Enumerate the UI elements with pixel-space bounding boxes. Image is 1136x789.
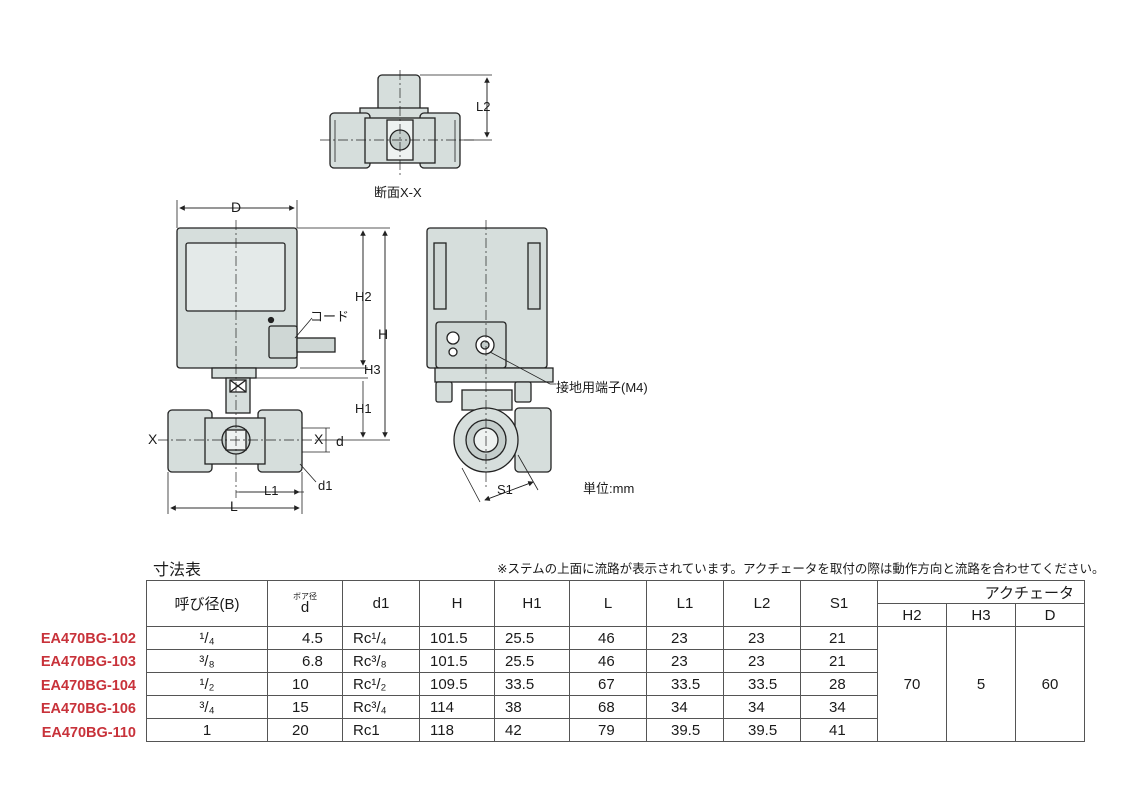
cell-d: 6.8 (267, 649, 343, 673)
cell-S1: 28 (800, 672, 878, 696)
cell-S1: 41 (800, 718, 878, 742)
dim-H1: H1 (355, 401, 372, 416)
header-actuator: アクチェータ (877, 580, 1085, 604)
header-L1: L1 (646, 580, 724, 627)
cell-L1: 34 (646, 695, 724, 719)
table-row: ¹/₄ 4.5 Rc¹/₄ 101.5 25.5 46 23 23 21 70 … (146, 626, 1085, 742)
dimension-table: 呼び径(B) ボア径 d d1 H H1 L L1 L2 S1 アクチェータ H… (146, 580, 1085, 742)
dim-D: D (231, 199, 242, 215)
dim-H2: H2 (355, 289, 372, 304)
model-label: EA470BG-104 (40, 677, 136, 694)
dim-L2: L2 (476, 99, 491, 114)
cell-H2: 70 (877, 626, 947, 742)
header-size: 呼び径(B) (146, 580, 268, 627)
cell-d: 15 (267, 695, 343, 719)
model-label: EA470BG-106 (40, 701, 136, 718)
header-L2: L2 (723, 580, 801, 627)
cell-L1: 39.5 (646, 718, 724, 742)
unit-label: 単位:mm (583, 481, 635, 496)
cell-d: 4.5 (267, 626, 343, 650)
cell-H1: 38 (494, 695, 570, 719)
cell-H: 101.5 (419, 626, 495, 650)
table-row: ³/₄ 15 Rc³/₄ 114 38 68 34 34 34 (146, 695, 1085, 719)
dim-H: H (378, 326, 389, 342)
cell-size: 1 (146, 718, 268, 742)
ground-terminal-label: 接地用端子(M4) (556, 380, 648, 395)
model-label: EA470BG-110 (41, 724, 136, 741)
header-L: L (569, 580, 647, 627)
header-S1: S1 (800, 580, 878, 627)
model-list: EA470BG-102 EA470BG-103 EA470BG-104 EA47… (0, 628, 140, 745)
header-D: D (1015, 603, 1085, 627)
cell-H1: 25.5 (494, 649, 570, 673)
cell-H1: 42 (494, 718, 570, 742)
cell-L2: 33.5 (723, 672, 801, 696)
cell-L2: 34 (723, 695, 801, 719)
table-title: 寸法表 (153, 562, 202, 579)
dim-L1: L1 (264, 483, 279, 498)
x-right-label: X (314, 431, 324, 447)
dim-d1: d1 (318, 478, 333, 493)
cell-size: ³/₄ (146, 695, 268, 719)
x-left-label: X (148, 431, 158, 447)
header-H1: H1 (494, 580, 570, 627)
cell-size: ¹/₄ (146, 626, 268, 650)
cell-L: 68 (569, 695, 647, 719)
cell-L2: 39.5 (723, 718, 801, 742)
cell-d1: Rc1 (342, 718, 420, 742)
header-d-text: d (300, 599, 310, 616)
valve-technical-drawing (158, 70, 556, 514)
table-row: 1 20 Rc1 118 42 79 39.5 39.5 41 (146, 718, 1085, 742)
cell-L2: 23 (723, 649, 801, 673)
cell-L1: 23 (646, 649, 724, 673)
dim-d: d (336, 433, 344, 449)
cell-H: 101.5 (419, 649, 495, 673)
model-label: EA470BG-103 (40, 654, 136, 671)
cell-L: 67 (569, 672, 647, 696)
cell-d1: Rc¹/₄ (342, 626, 420, 650)
header-d: ボア径 d (267, 580, 343, 627)
table-note: ※ステムの上面に流路が表示されています。アクチェータを取付の際は動作方向と流路を… (497, 562, 1105, 576)
cell-H1: 33.5 (494, 672, 570, 696)
model-label: EA470BG-102 (40, 631, 136, 647)
cell-S1: 21 (800, 626, 878, 650)
cell-L1: 23 (646, 626, 724, 650)
cell-d1: Rc¹/₂ (342, 672, 420, 696)
cell-size: ³/₈ (146, 649, 268, 673)
header-H: H (419, 580, 495, 627)
cell-L: 46 (569, 626, 647, 650)
header-d-ruby: ボア径 (293, 592, 317, 601)
cell-H: 109.5 (419, 672, 495, 696)
cord-label: コード (310, 309, 350, 324)
dim-H3: H3 (364, 362, 381, 377)
cell-H: 118 (419, 718, 495, 742)
cell-L2: 23 (723, 626, 801, 650)
cell-d: 10 (267, 672, 343, 696)
side-view (426, 227, 554, 473)
header-d1: d1 (342, 580, 420, 627)
cell-d1: Rc³/₄ (342, 695, 420, 719)
cell-L: 46 (569, 649, 647, 673)
cell-H3: 5 (946, 626, 1016, 742)
section-label: 断面X-X (374, 185, 422, 200)
header-H2: H2 (877, 603, 947, 627)
dim-L: L (230, 498, 238, 514)
cell-D: 60 (1015, 626, 1085, 742)
cell-H: 114 (419, 695, 495, 719)
cell-size: ¹/₂ (146, 672, 268, 696)
cell-L: 79 (569, 718, 647, 742)
section-view (329, 74, 461, 169)
cell-d: 20 (267, 718, 343, 742)
header-H3: H3 (946, 603, 1016, 627)
cell-H1: 25.5 (494, 626, 570, 650)
cell-S1: 34 (800, 695, 878, 719)
front-view (167, 227, 336, 473)
cell-S1: 21 (800, 649, 878, 673)
dim-S1: S1 (497, 482, 513, 497)
cell-d1: Rc³/₈ (342, 649, 420, 673)
cell-L1: 33.5 (646, 672, 724, 696)
